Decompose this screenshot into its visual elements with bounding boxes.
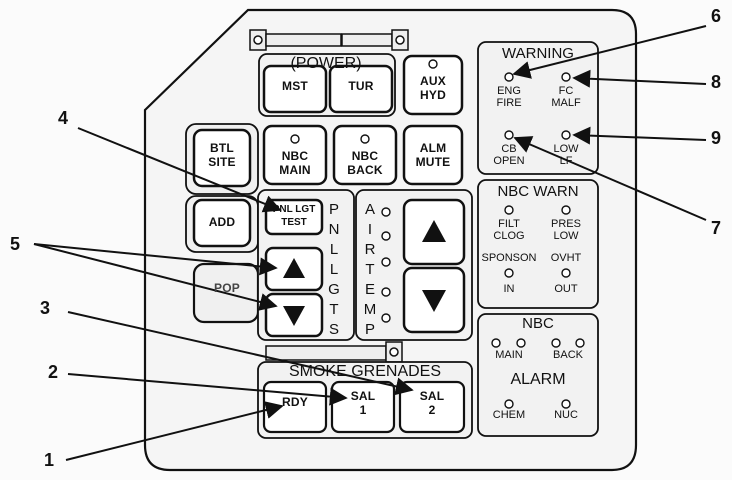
alm-mute-button — [402, 124, 464, 186]
warning-lights — [504, 72, 571, 140]
pop-label: POP — [214, 281, 240, 295]
leader-6 — [512, 25, 707, 79]
add-label: ADD — [208, 215, 236, 229]
sal1-label: SAL — [350, 389, 376, 403]
nbc-alarm-lights — [491, 338, 585, 409]
back-label: BACK — [553, 349, 583, 361]
nbc-back-label-2: BACK — [347, 163, 383, 177]
nbc-main-label-1: NBC — [281, 149, 309, 163]
fire-label: FIRE — [496, 97, 522, 109]
sal2-number: 2 — [428, 403, 436, 417]
nbc-warn-header: NBC WARN — [497, 183, 579, 200]
callout-6: 6 — [711, 6, 722, 26]
pnl-lgt-label: PNL LGT — [272, 204, 316, 215]
mount-clip-middle — [265, 341, 403, 363]
callout-8: 8 — [711, 72, 722, 92]
nuc-label: NUC — [554, 409, 578, 421]
ovht-label: OVHT — [550, 252, 582, 264]
nbc-back-label-1: NBC — [351, 149, 379, 163]
site-label: SITE — [208, 155, 236, 169]
nbc-alarm-header-1: NBC — [522, 315, 554, 332]
open-label: OPEN — [493, 155, 525, 167]
leader-8 — [572, 69, 707, 88]
eng-label: ENG — [497, 85, 521, 97]
down-arrow-icon-2 — [422, 290, 446, 312]
main-label: MAIN — [495, 349, 523, 361]
tur-button — [328, 64, 394, 114]
air-temp-indicator-lights — [381, 207, 391, 323]
mst-label: MST — [282, 79, 308, 93]
mst-button — [262, 64, 328, 114]
callout-1: 1 — [44, 450, 55, 470]
nbc-alarm-header-2: ALARM — [510, 371, 566, 388]
in-label: IN — [503, 283, 515, 295]
lf-label: LF — [559, 155, 573, 167]
leader-7 — [513, 136, 707, 221]
rdy-label: RDY — [282, 395, 308, 409]
fc-label: FC — [558, 85, 574, 97]
up-arrow-icon — [283, 258, 305, 278]
callout-7: 7 — [711, 218, 722, 238]
filt-label: FILT — [498, 218, 520, 230]
sal2-button — [398, 380, 466, 434]
callout-5: 5 — [10, 234, 21, 254]
callout-2: 2 — [48, 362, 59, 382]
clog-label: CLOG — [493, 230, 525, 242]
mount-clip-right — [341, 29, 409, 51]
tur-label: TUR — [348, 79, 374, 93]
nbc-warn-lights — [504, 205, 571, 278]
up-arrow-icon-2 — [422, 220, 446, 242]
low-label-2: LOW — [553, 230, 579, 242]
leader-1 — [65, 401, 284, 461]
leader-5b — [33, 243, 278, 311]
leader-5a — [33, 243, 278, 276]
leader-3 — [67, 311, 414, 396]
callout-9: 9 — [711, 128, 722, 148]
sponson-label: SPONSON — [481, 252, 537, 264]
mute-label: MUTE — [415, 155, 451, 169]
test-label: TEST — [281, 217, 307, 228]
nbc-main-label-2: MAIN — [279, 163, 311, 177]
chem-label: CHEM — [492, 409, 526, 421]
leader-4 — [77, 127, 282, 213]
aux-label: AUX — [420, 74, 446, 88]
cb-label: CB — [501, 143, 517, 155]
warning-header: WARNING — [502, 45, 574, 62]
alm-label: ALM — [419, 141, 447, 155]
mount-clip-left — [249, 29, 342, 51]
leader-2 — [67, 373, 348, 406]
sal2-label: SAL — [419, 389, 445, 403]
add-button — [192, 198, 252, 248]
hyd-label: HYD — [420, 88, 446, 102]
aux-hyd-button — [402, 54, 464, 116]
out-label: OUT — [554, 283, 578, 295]
pres-label: PRES — [551, 218, 581, 230]
sal1-number: 1 — [359, 403, 367, 417]
smoke-grenades-header: SMOKE GRENADES — [288, 363, 442, 380]
malf-label: MALF — [551, 97, 581, 109]
power-header: (POWER) — [290, 55, 362, 72]
nbc-back-button — [332, 124, 398, 186]
callout-3: 3 — [40, 298, 51, 318]
nbc-main-button — [262, 124, 328, 186]
callout-leaders — [33, 25, 707, 461]
down-arrow-icon — [283, 306, 305, 326]
btl-label: BTL — [210, 141, 234, 155]
leader-9 — [572, 126, 707, 145]
callout-4: 4 — [58, 108, 69, 128]
low-label: LOW — [553, 143, 579, 155]
